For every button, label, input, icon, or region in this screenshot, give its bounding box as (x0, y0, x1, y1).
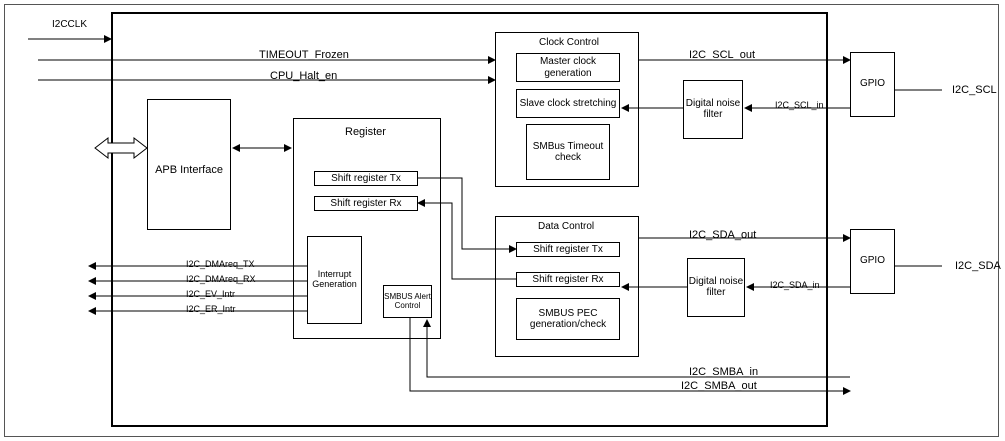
smba-out-wire (409, 318, 851, 395)
smbus-alert-control-label: SMBUS Alert Control (384, 291, 431, 310)
sda-pin-label: I2C_SDA (955, 260, 1001, 272)
gpio-sda-label: GPIO (859, 255, 885, 267)
i2c-peripheral-boundary (111, 12, 828, 427)
interrupt-generation-box (307, 236, 362, 324)
apb-interface-label: APB Interface (155, 163, 223, 176)
sda-in-label: I2C_SDA_in (770, 280, 820, 290)
ev-intr-label: I2C_EV_Intr (186, 289, 236, 299)
dmareq-rx-label: I2C_DMAreq_RX (186, 274, 256, 284)
i2cclk-label: I2CCLK (52, 19, 88, 30)
scl-in-label: I2C_SCL_in (775, 100, 824, 110)
scl-out-label: I2C_SCL_out (689, 49, 756, 61)
noise-filter-scl-box (683, 80, 743, 139)
scl-pin-label: I2C_SCL (952, 84, 997, 96)
shift-rx-wire (417, 199, 516, 280)
smba-in-label: I2C_SMBA_in (689, 366, 759, 378)
shift-register-tx-reg-label: Shift register Tx (331, 172, 401, 184)
gpio-scl-box (850, 52, 895, 117)
shift-tx-wire (418, 177, 517, 253)
master-clock-generation-box (516, 53, 620, 82)
gpio-sda-box (850, 229, 895, 294)
apb-interface-box (147, 99, 231, 230)
slave-clock-stretching-label: Slave clock stretching (519, 97, 617, 109)
smbus-timeout-check-label: SMBus Timeout check (532, 140, 604, 164)
dmareq-tx-label: I2C_DMAreq_TX (186, 259, 255, 269)
master-clock-generation-label: Master clock generation (539, 56, 597, 79)
shift-register-rx-data-label: Shift register Rx (532, 273, 604, 285)
apb-bus-arrow (94, 136, 148, 160)
slave-clock-stretching-box (516, 89, 620, 118)
register-label: Register (345, 126, 386, 138)
shift-register-tx-reg-box (314, 171, 418, 186)
smbus-pec-label: SMBUS PEC generation/check (529, 307, 607, 331)
smbus-timeout-check-box (526, 124, 610, 180)
er-intr-label: I2C_ER_Intr (186, 304, 236, 314)
smba-in-wire (423, 319, 850, 378)
data-control-label: Data Control (538, 221, 595, 232)
shift-register-tx-data-label: Shift register Tx (533, 243, 603, 255)
smbus-pec-box (516, 298, 620, 340)
gpio-scl-label: GPIO (859, 78, 885, 90)
sda-out-label: I2C_SDA_out (689, 229, 757, 241)
cpu-halt-label: CPU_Halt_en (270, 70, 338, 82)
shift-register-rx-reg-label: Shift register Rx (330, 197, 402, 209)
smba-out-label: I2C_SMBA_out (681, 380, 757, 392)
smbus-alert-control-box (383, 285, 432, 318)
noise-filter-sda-box (687, 258, 745, 317)
timeout-frozen-label: TIMEOUT_Frozen (259, 49, 349, 61)
clock-control-label: Clock Control (539, 37, 600, 48)
outer-frame (4, 4, 999, 437)
shift-register-rx-data-box (516, 272, 620, 287)
interrupt-generation-label: Interrupt Generation (312, 268, 357, 289)
noise-filter-sda-label: Digital noise filter (688, 275, 744, 299)
noise-filter-scl-label: Digital noise filter (685, 97, 741, 121)
